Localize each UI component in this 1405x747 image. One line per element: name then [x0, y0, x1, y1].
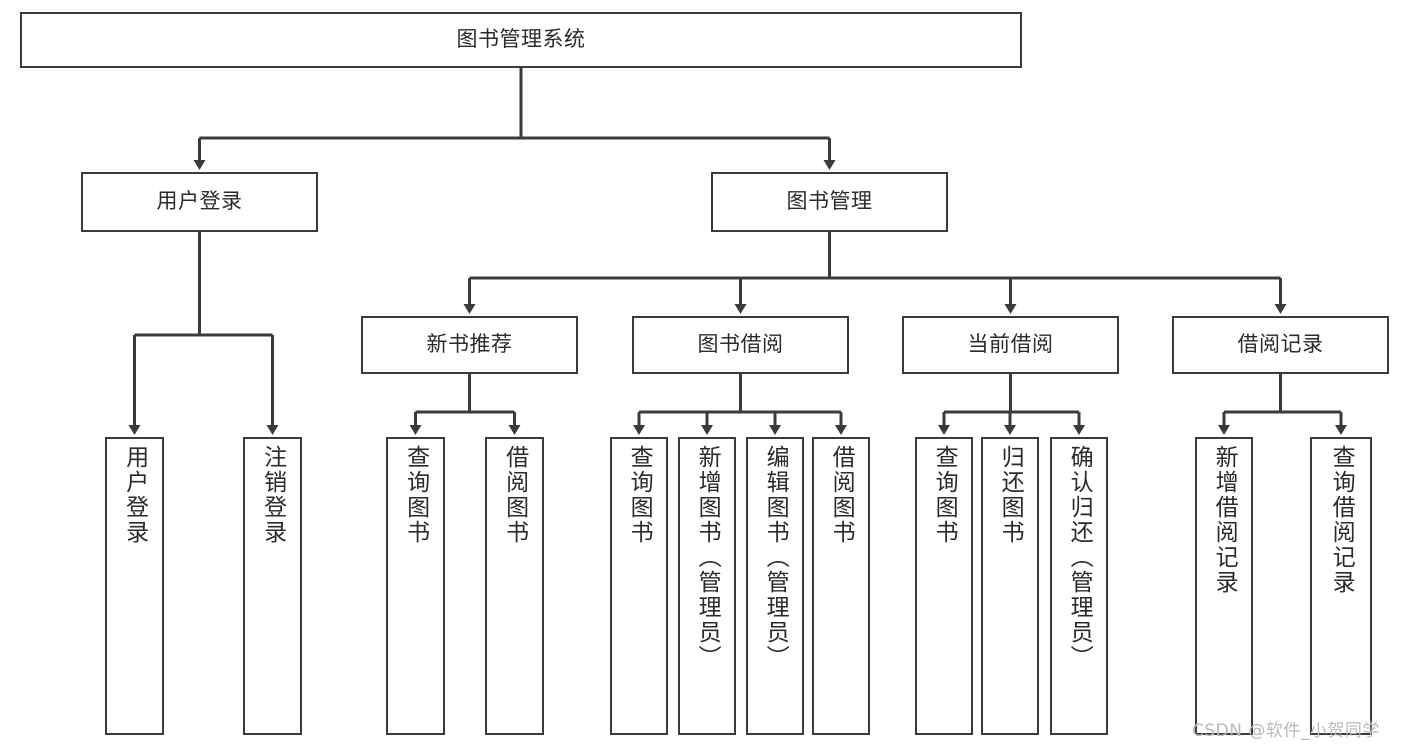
node-label: 用户登录	[156, 189, 243, 214]
node-label: 新书推荐	[426, 332, 513, 357]
node-leaf_add_record[interactable]: 新增借阅记录	[1195, 437, 1253, 735]
node-label: 确认归还（管理员）	[1066, 445, 1093, 670]
node-leaf_query_record[interactable]: 查询借阅记录	[1310, 437, 1372, 735]
node-leaf_logout[interactable]: 注销登录	[243, 437, 302, 735]
node-label: 借阅记录	[1237, 332, 1324, 357]
node-label: 查询图书	[626, 445, 653, 545]
node-label: 借阅图书	[501, 445, 528, 545]
node-leaf_query_book_3[interactable]: 查询图书	[915, 437, 973, 735]
node-label: 注销登录	[259, 445, 286, 545]
node-book_manage[interactable]: 图书管理	[711, 172, 948, 232]
node-leaf_borrow_book_1[interactable]: 借阅图书	[485, 437, 544, 735]
node-leaf_add_book[interactable]: 新增图书（管理员）	[678, 437, 736, 735]
node-leaf_borrow_book_2[interactable]: 借阅图书	[812, 437, 870, 735]
node-label: 用户登录	[121, 445, 148, 545]
node-label: 新增借阅记录	[1211, 445, 1238, 595]
node-label: 查询借阅记录	[1328, 445, 1355, 595]
node-leaf_query_book_1[interactable]: 查询图书	[386, 437, 445, 735]
node-leaf_confirm_return[interactable]: 确认归还（管理员）	[1050, 437, 1108, 735]
node-label: 新增图书（管理员）	[694, 445, 721, 670]
node-label: 查询图书	[402, 445, 429, 545]
node-borrow_record[interactable]: 借阅记录	[1172, 316, 1389, 374]
node-label: 图书借阅	[697, 332, 784, 357]
node-label: 编辑图书（管理员）	[762, 445, 789, 670]
node-leaf_edit_book[interactable]: 编辑图书（管理员）	[746, 437, 804, 735]
node-root-title[interactable]: 图书管理系统	[20, 12, 1022, 68]
node-label: 当前借阅	[967, 332, 1054, 357]
node-label: 图书管理系统	[456, 27, 586, 52]
node-new_book_rec[interactable]: 新书推荐	[361, 316, 578, 374]
node-label: 查询图书	[931, 445, 958, 545]
node-current_borrow[interactable]: 当前借阅	[902, 316, 1119, 374]
node-label: 图书管理	[786, 189, 873, 214]
node-leaf_user_login[interactable]: 用户登录	[105, 437, 164, 735]
node-leaf_return_book[interactable]: 归还图书	[981, 437, 1039, 735]
node-user_login[interactable]: 用户登录	[81, 172, 318, 232]
node-leaf_query_book_2[interactable]: 查询图书	[610, 437, 668, 735]
node-label: 借阅图书	[828, 445, 855, 545]
node-label: 归还图书	[997, 445, 1024, 545]
node-book_borrow[interactable]: 图书借阅	[632, 316, 849, 374]
